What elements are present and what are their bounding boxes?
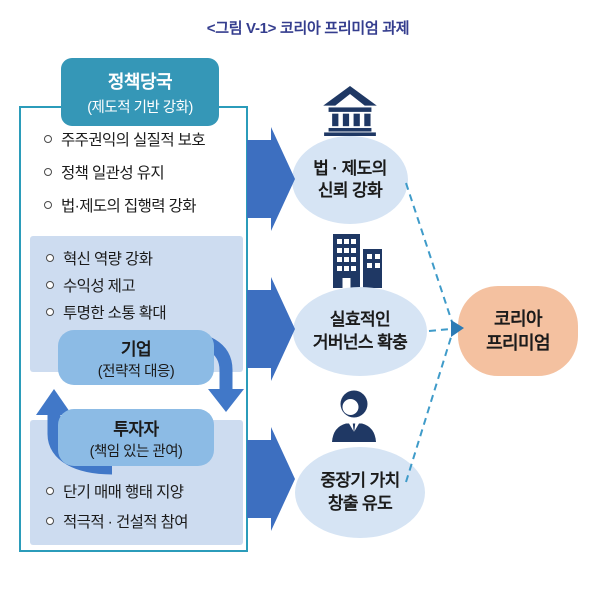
policy-item: 법·제도의 집행력 강화 [44, 188, 205, 221]
policy-header-subtitle: (제도적 기반 강화) [87, 99, 193, 116]
bullet-circle-icon [46, 280, 54, 289]
person-icon [332, 390, 376, 442]
company-subtitle: (전략적 대응) [97, 363, 175, 380]
dashed-connector-2 [428, 328, 451, 332]
bullet-circle-icon [44, 167, 52, 176]
block-arrow-1 [247, 127, 295, 231]
policy-item: 정책 일관성 유지 [44, 155, 205, 188]
outcome-bubble-governance: 실효적인 거버넌스 확충 [293, 287, 427, 376]
policy-item-list: 주주권익의 실질적 보호 정책 일관성 유지 법·제도의 집행력 강화 [44, 122, 206, 221]
block-arrow-3 [247, 427, 295, 531]
company-box: 기업 (전략적 대응) [58, 330, 214, 385]
corporate-item: 수익성 제고 [46, 271, 166, 298]
bullet-circle-icon [46, 487, 54, 495]
bullet-circle-icon [46, 517, 54, 525]
bullet-circle-icon [44, 200, 52, 209]
korea-premium-goal: 코리아 프리미엄 [458, 286, 578, 376]
investor-item-list: 단기 매매 행태 지양 적극적 · 건설적 참여 [46, 476, 189, 536]
investor-item: 적극적 · 건설적 참여 [46, 506, 189, 536]
corporate-item: 투명한 소통 확대 [46, 298, 167, 325]
investor-item: 단기 매매 행태 지양 [46, 476, 188, 506]
policy-item: 주주권익의 실질적 보호 [44, 122, 206, 155]
outcome-bubble-trust: 법 · 제도의 신뢰 강화 [292, 136, 408, 224]
block-arrow-2 [247, 277, 295, 381]
corporate-item: 혁신 역량 강화 [46, 244, 166, 271]
bullet-circle-icon [46, 253, 54, 262]
dashed-connector-1 [405, 182, 453, 323]
buildings-icon [333, 234, 382, 288]
outcome-bubble-value: 중장기 가치 창출 유도 [295, 447, 425, 538]
policy-header-title: 정책당국 [107, 71, 173, 92]
bullet-circle-icon [46, 307, 54, 316]
investor-subtitle: (책임 있는 관여) [89, 443, 183, 460]
investor-box: 투자자 (책임 있는 관여) [58, 409, 214, 466]
bank-icon [323, 86, 377, 136]
investor-title: 투자자 [113, 419, 159, 439]
figure-title: <그림 V-1> 코리아 프리미엄 과제 [206, 20, 410, 37]
policy-header-box: 정책당국 (제도적 기반 강화) [61, 58, 219, 126]
company-title: 기업 [120, 339, 152, 359]
bullet-circle-icon [44, 134, 52, 143]
corporate-item-list: 혁신 역량 강화 수익성 제고 투명한 소통 확대 [46, 244, 167, 325]
